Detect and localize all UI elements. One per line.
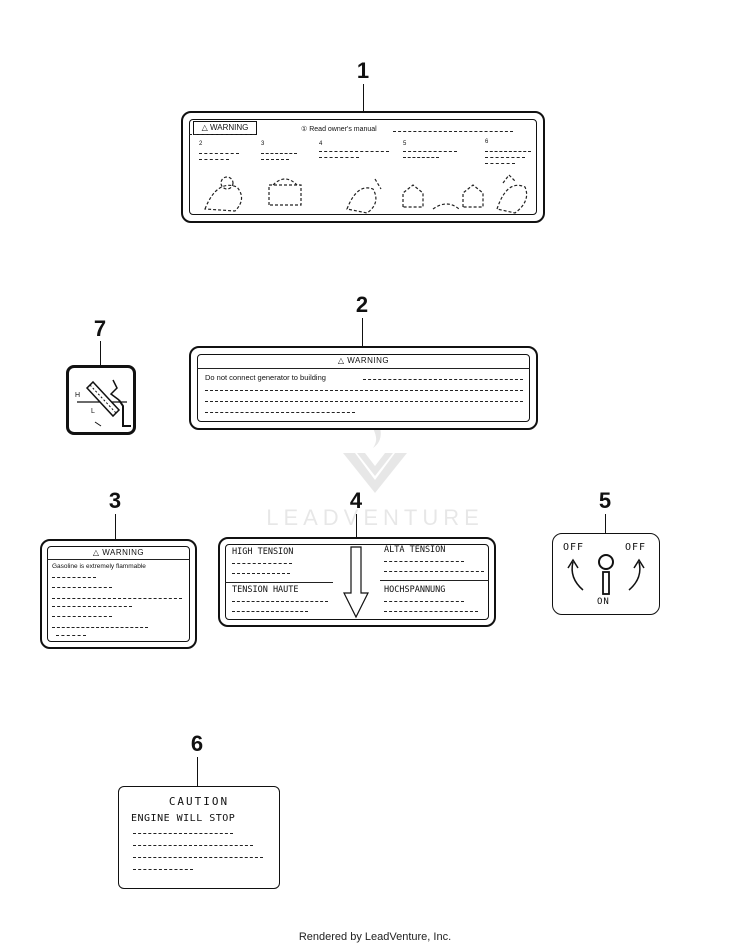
decal-7-switch-label[interactable]: H L — [66, 365, 136, 435]
decal-1-item-3: 3 — [261, 141, 265, 147]
decal-4-de: HOCHSPANNUNG — [384, 585, 446, 595]
leader-7 — [100, 341, 101, 365]
leader-6 — [197, 757, 198, 786]
decal-2-inner-border — [197, 354, 530, 422]
decal-1-header: WARNING — [210, 123, 249, 132]
decal-1-warning-label[interactable]: △ WARNING ① Read owner's manual 2 3 4 5 … — [181, 111, 545, 223]
decal-2-header-text: WARNING — [347, 356, 390, 365]
decal-4-down-arrow-icon — [343, 546, 369, 619]
decal-2-header: △ WARNING — [337, 356, 390, 365]
decal-1-read-manual-text: Read owner's manual — [309, 126, 377, 133]
decal-3-inner-border — [47, 546, 190, 642]
decal-6-line1: ENGINE WILL STOP — [131, 813, 236, 824]
callout-5: 5 — [598, 488, 612, 513]
decal-5-on: ON — [597, 597, 610, 607]
decal-4-es: ALTA TENSION — [384, 545, 446, 555]
decal-6-caution-label[interactable]: CAUTION ENGINE WILL STOP — [118, 786, 280, 889]
watermark-text: LEADVENTURE — [266, 505, 484, 530]
leader-1 — [363, 84, 364, 111]
decal-4-rule-right — [380, 580, 489, 581]
leader-2 — [362, 318, 363, 346]
decal-3-header-text: WARNING — [102, 548, 145, 557]
decal-7-switch-pictogram-icon — [77, 379, 131, 427]
decal-3-rule — [47, 559, 190, 560]
callout-4: 4 — [349, 488, 363, 513]
leadventure-watermark: LEADVENTURE — [245, 408, 505, 531]
footer-credit: Rendered by LeadVenture, Inc. — [298, 931, 452, 943]
decal-1-dash — [393, 131, 513, 132]
decal-1-item-2: 2 — [199, 141, 203, 147]
decal-3-header: △ WARNING — [92, 548, 145, 557]
decal-3-warning-label[interactable]: △ WARNING Gasoline is extremely flammabl… — [40, 539, 197, 649]
decal-5-off-right: OFF — [625, 542, 647, 553]
decal-1-header-box: △ WARNING — [193, 121, 257, 135]
decal-6-title: CAUTION — [168, 795, 230, 808]
decal-5-switch-knob-icon — [567, 554, 645, 595]
decal-4-rule-left — [225, 582, 333, 583]
decal-7-h-label: H — [75, 392, 81, 399]
callout-6: 6 — [190, 731, 204, 756]
callout-3: 3 — [108, 488, 122, 513]
leader-4 — [356, 514, 357, 537]
decal-1-item-5: 5 — [403, 141, 407, 147]
decal-1-rule — [189, 134, 255, 135]
leader-3 — [115, 514, 116, 539]
decal-1-item-4: 4 — [319, 141, 323, 147]
decal-2-warning-label[interactable]: △ WARNING Do not connect generator to bu… — [189, 346, 538, 430]
callout-1: 1 — [356, 58, 370, 83]
decal-5-switch-label[interactable]: OFF OFF ON — [552, 533, 660, 615]
decal-3-line1: Gasoline is extremely flammable — [52, 563, 146, 570]
decal-5-off-left: OFF — [563, 542, 585, 553]
decal-1-item-6: 6 — [485, 139, 489, 145]
decal-2-line1: Do not connect generator to building — [205, 373, 326, 382]
decal-1-pictograms-icon — [204, 174, 528, 214]
callout-2: 2 — [355, 292, 369, 317]
decal-4-fr: TENSION HAUTE — [232, 585, 299, 595]
callout-7: 7 — [93, 316, 107, 341]
decal-1-read-manual: ① Read owner's manual — [301, 126, 377, 133]
decal-2-rule — [197, 368, 530, 369]
decal-4-high-tension-label[interactable]: HIGH TENSION TENSION HAUTE ALTA TENSION … — [218, 537, 496, 627]
decal-7-l-label: L — [91, 408, 95, 415]
decal-4-en: HIGH TENSION — [232, 547, 294, 557]
decal-1-inner-border — [189, 119, 537, 215]
leader-5 — [605, 514, 606, 533]
